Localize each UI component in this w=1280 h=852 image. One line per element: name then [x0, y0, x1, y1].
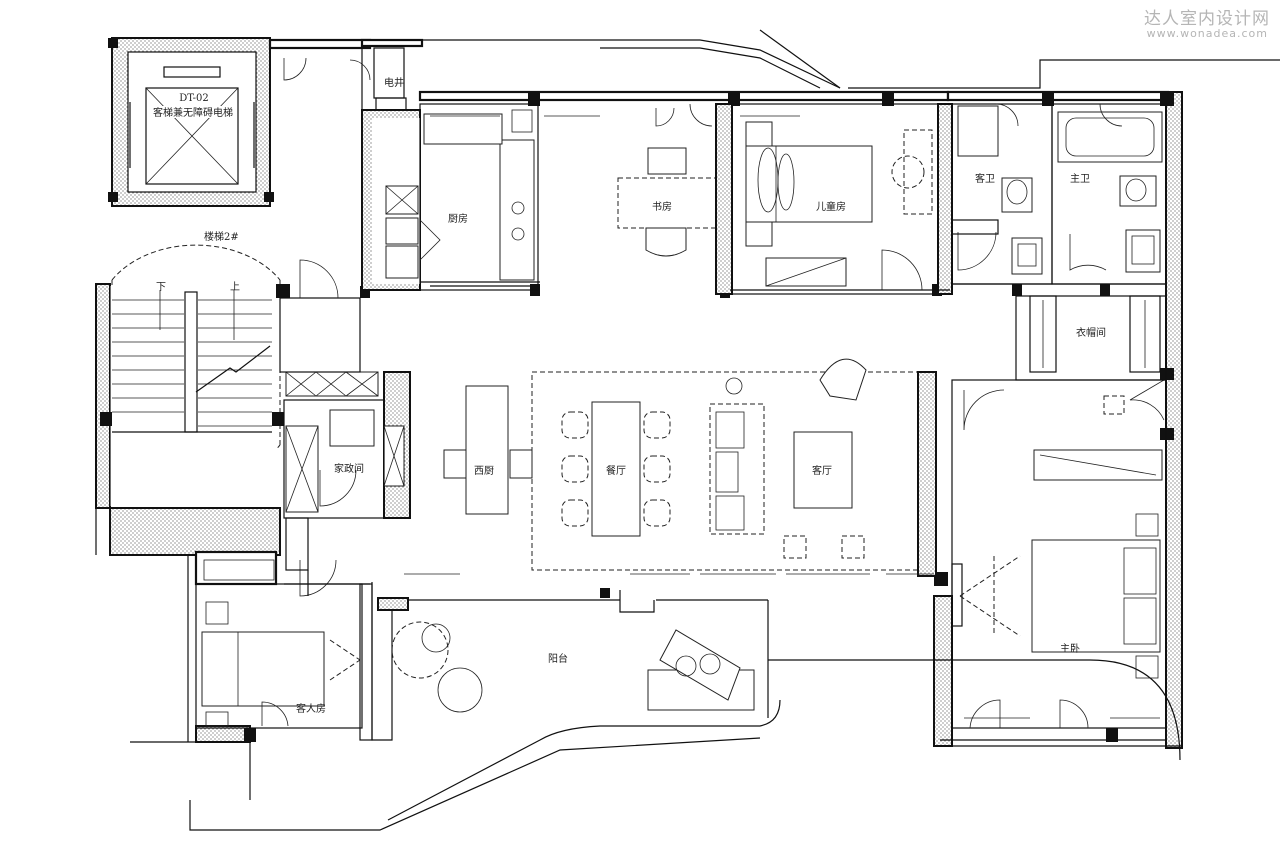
kids-room	[731, 103, 953, 295]
living-label: 客厅	[812, 464, 832, 477]
stair-down-label: 下	[156, 282, 166, 293]
housework-room	[283, 371, 411, 519]
kitchen	[361, 103, 539, 291]
closet-label: 衣帽间	[1076, 326, 1106, 339]
master-bath-label: 主卫	[1070, 173, 1090, 185]
master-bedroom-label: 主卧	[1060, 642, 1080, 655]
western-kitchen	[443, 385, 533, 515]
watermark-url: www.wonadea.com	[1146, 27, 1268, 40]
guest-room-label: 客人房	[296, 702, 326, 715]
dining-living	[531, 358, 937, 577]
housework-label: 家政间	[334, 462, 364, 475]
study	[617, 103, 733, 295]
elevator-label: 客梯兼无障碍电梯	[153, 106, 233, 119]
master-bath	[1051, 103, 1167, 285]
stair-up-label: 上	[230, 281, 240, 293]
kitchen-label: 厨房	[448, 212, 468, 225]
balcony	[377, 597, 755, 713]
stairwell	[95, 244, 290, 556]
watermark-site-name: 达人室内设计网	[1144, 9, 1270, 29]
kids-room-label: 儿童房	[816, 200, 846, 213]
curtains	[404, 115, 1160, 719]
guest-bath-label: 客卫	[975, 172, 995, 185]
partitions	[279, 259, 1166, 596]
balcony-label: 阳台	[548, 652, 568, 665]
guest-room	[195, 559, 373, 741]
study-label: 书房	[652, 200, 672, 213]
master-bedroom	[951, 379, 1167, 729]
electric-shaft-label: 电井	[384, 76, 404, 89]
guest-bath	[951, 103, 1053, 285]
elevator-block	[108, 37, 274, 207]
stair-label: 楼梯2#	[204, 230, 239, 243]
elevator-code-label: DT-02	[179, 93, 209, 104]
closet	[1015, 295, 1167, 421]
dining-label: 餐厅	[606, 464, 626, 477]
western-kitchen-label: 西厨	[474, 465, 494, 477]
